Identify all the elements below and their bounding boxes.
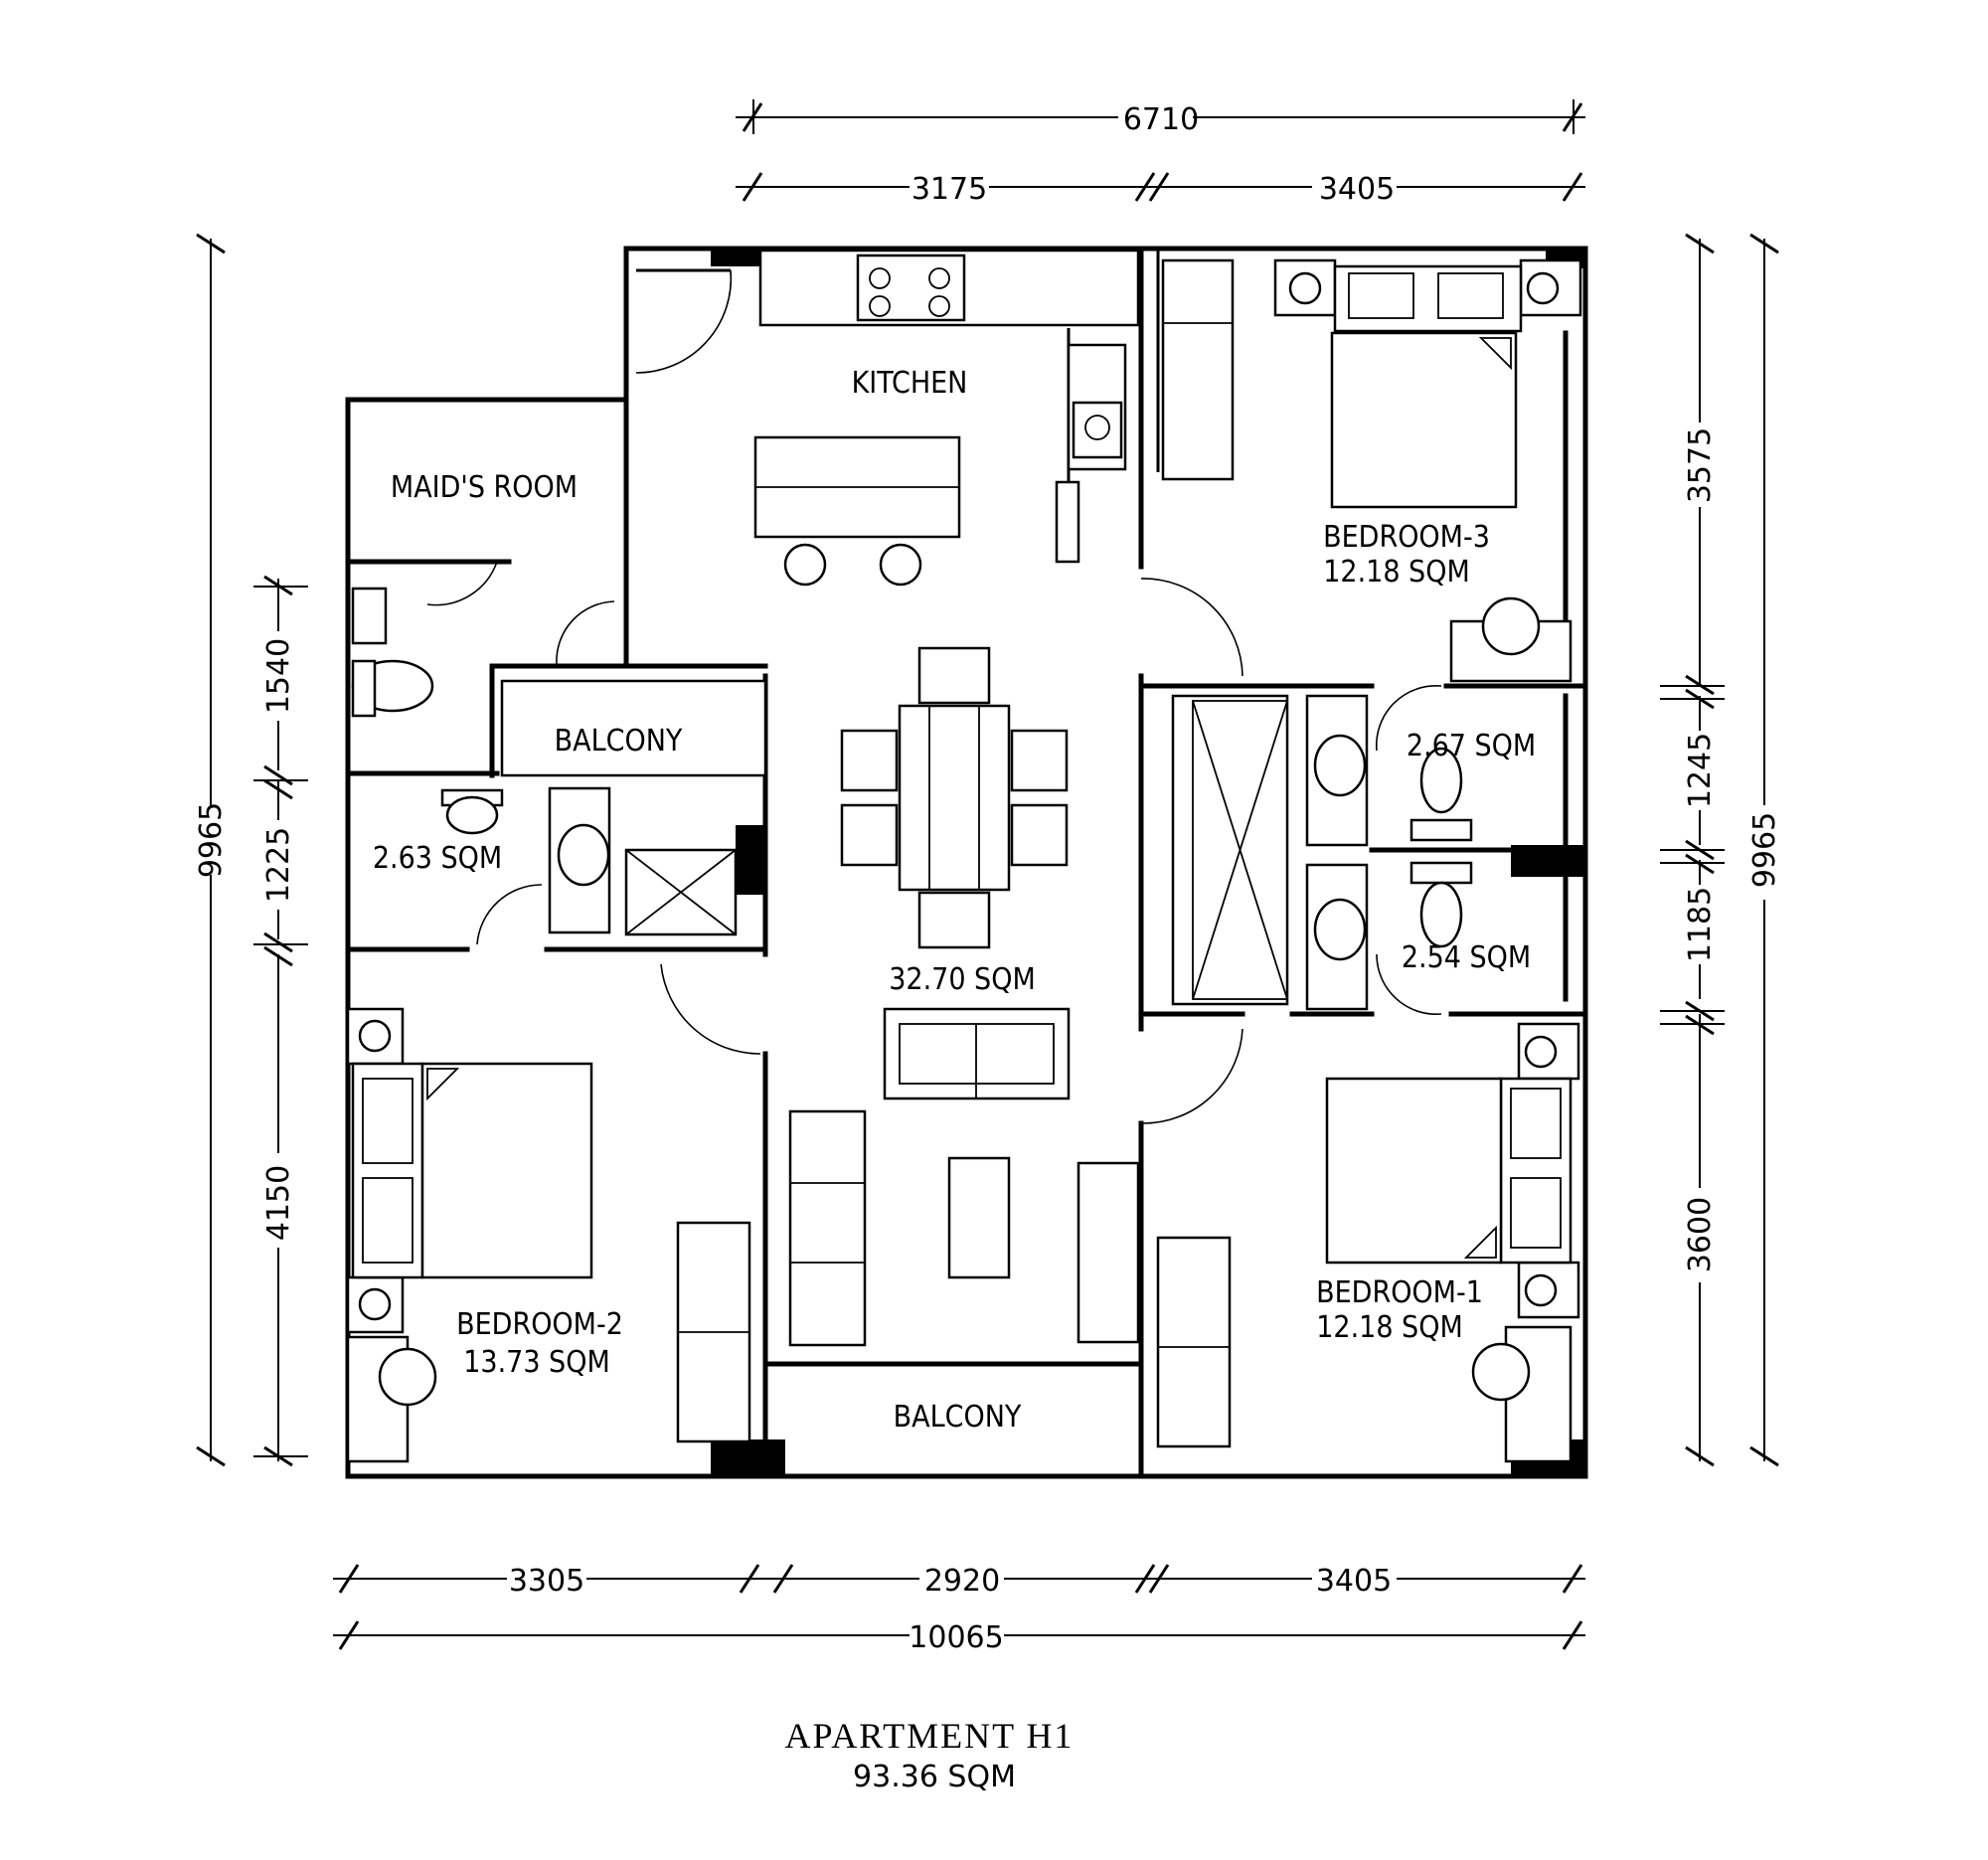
dimension-lines: [196, 99, 1779, 1650]
kitchen-label: KITCHEN: [852, 366, 968, 401]
bedroom2-area-label: 13.73 SQM: [463, 1345, 609, 1380]
plan-title: APARTMENT H1: [785, 1716, 1075, 1756]
dim-left-upper: 1540: [261, 638, 296, 714]
bathroom-fixtures: [351, 587, 1473, 1011]
dim-bottom-total: 10065: [909, 1620, 1003, 1655]
dim-top-total: 6710: [1123, 102, 1199, 137]
dim-bottom-right: 3405: [1316, 1564, 1392, 1599]
bedroom1-name-label: BEDROOM-1: [1316, 1275, 1483, 1310]
dim-right-upper: 3575: [1683, 427, 1718, 503]
living-dining-furniture: [788, 646, 1140, 1347]
dim-top-left: 3175: [911, 172, 987, 207]
dim-right-total: 9965: [1747, 812, 1782, 888]
bedroom-2-furniture: [346, 1007, 751, 1463]
dim-left-total: 9965: [194, 802, 229, 878]
dim-top-right: 3405: [1319, 172, 1395, 207]
dim-bottom-left: 3305: [509, 1564, 584, 1599]
dim-right-mid1: 1245: [1683, 733, 1718, 808]
balcony-upper-label: BALCONY: [555, 724, 683, 759]
dim-left-mid: 1225: [261, 827, 296, 903]
bedroom2-name-label: BEDROOM-2: [456, 1307, 623, 1342]
bath-upper-area-label: 2.67 SQM: [1407, 729, 1536, 763]
dimension-labels: 6710 3175 3405 3305 2920 3405 10065 9965…: [194, 102, 1782, 1655]
dim-left-lower: 4150: [261, 1165, 296, 1241]
dim-bottom-mid: 2920: [924, 1564, 1000, 1599]
living-area-label: 32.70 SQM: [889, 962, 1035, 997]
bedroom-3-furniture: [1161, 258, 1582, 683]
dim-right-lower: 3600: [1683, 1197, 1718, 1272]
maids-room-label: MAID'S ROOM: [391, 470, 578, 505]
bedroom-1-furniture: [1156, 1022, 1580, 1463]
bedroom1-area-label: 12.18 SQM: [1316, 1310, 1462, 1345]
plan-total-area: 93.36 SQM: [853, 1760, 1016, 1794]
room-labels: KITCHEN MAID'S ROOM BALCONY 32.70 SQM 2.…: [373, 366, 1536, 1435]
bath-lower-area-label: 2.54 SQM: [1402, 940, 1531, 975]
door-swings: [426, 268, 1442, 1124]
dim-right-mid2: 1185: [1683, 887, 1718, 962]
bedroom3-name-label: BEDROOM-3: [1323, 520, 1490, 555]
balcony-lower-label: BALCONY: [894, 1400, 1022, 1435]
bath-maid-area-label: 2.63 SQM: [373, 841, 502, 876]
bedroom3-area-label: 12.18 SQM: [1323, 555, 1469, 590]
kitchen-fixtures: [753, 249, 1140, 587]
